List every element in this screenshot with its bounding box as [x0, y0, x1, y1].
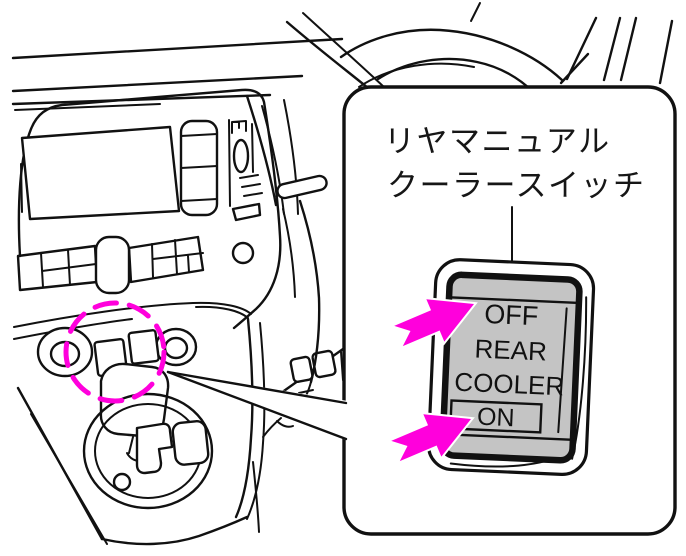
shift-lock-button [112, 472, 132, 492]
center-knob [94, 235, 131, 295]
switch-on-label: ON [476, 403, 515, 433]
callout-label-line2: クーラースイッチ [387, 168, 645, 203]
switch-rear-label: REAR [474, 333, 547, 366]
switch-face [439, 271, 583, 464]
dashboard-illustration [11, 2, 674, 546]
a-pillar-hatch-lines [559, 16, 674, 85]
press-arrow-up-icon [388, 296, 478, 351]
climate-button-strip [179, 119, 219, 217]
shift-gate [135, 422, 174, 475]
leader-wedge [166, 370, 348, 441]
slider-control [228, 119, 263, 265]
callout-label-line1: リヤマニュアル [384, 124, 611, 159]
highlight-dashed-circle-icon [63, 300, 167, 404]
steering-wheel [245, 2, 564, 408]
button-row [16, 235, 205, 295]
press-arrow-down-icon [385, 411, 475, 466]
side-panel [276, 347, 345, 428]
wiper-stalk [276, 174, 328, 200]
center-display [20, 125, 181, 221]
press-arrows [385, 296, 478, 466]
callout-content: リヤマニュアル クーラースイッチ OFF REAR COOLER ON [384, 124, 645, 476]
console-lower-lines [16, 317, 282, 546]
switch-off-label: OFF [484, 299, 539, 331]
switch-on-position [449, 399, 543, 434]
console-strip [13, 301, 252, 340]
coin-slot [231, 202, 262, 222]
switch-cooler-label: COOLER [454, 367, 565, 402]
round-button [231, 241, 255, 265]
